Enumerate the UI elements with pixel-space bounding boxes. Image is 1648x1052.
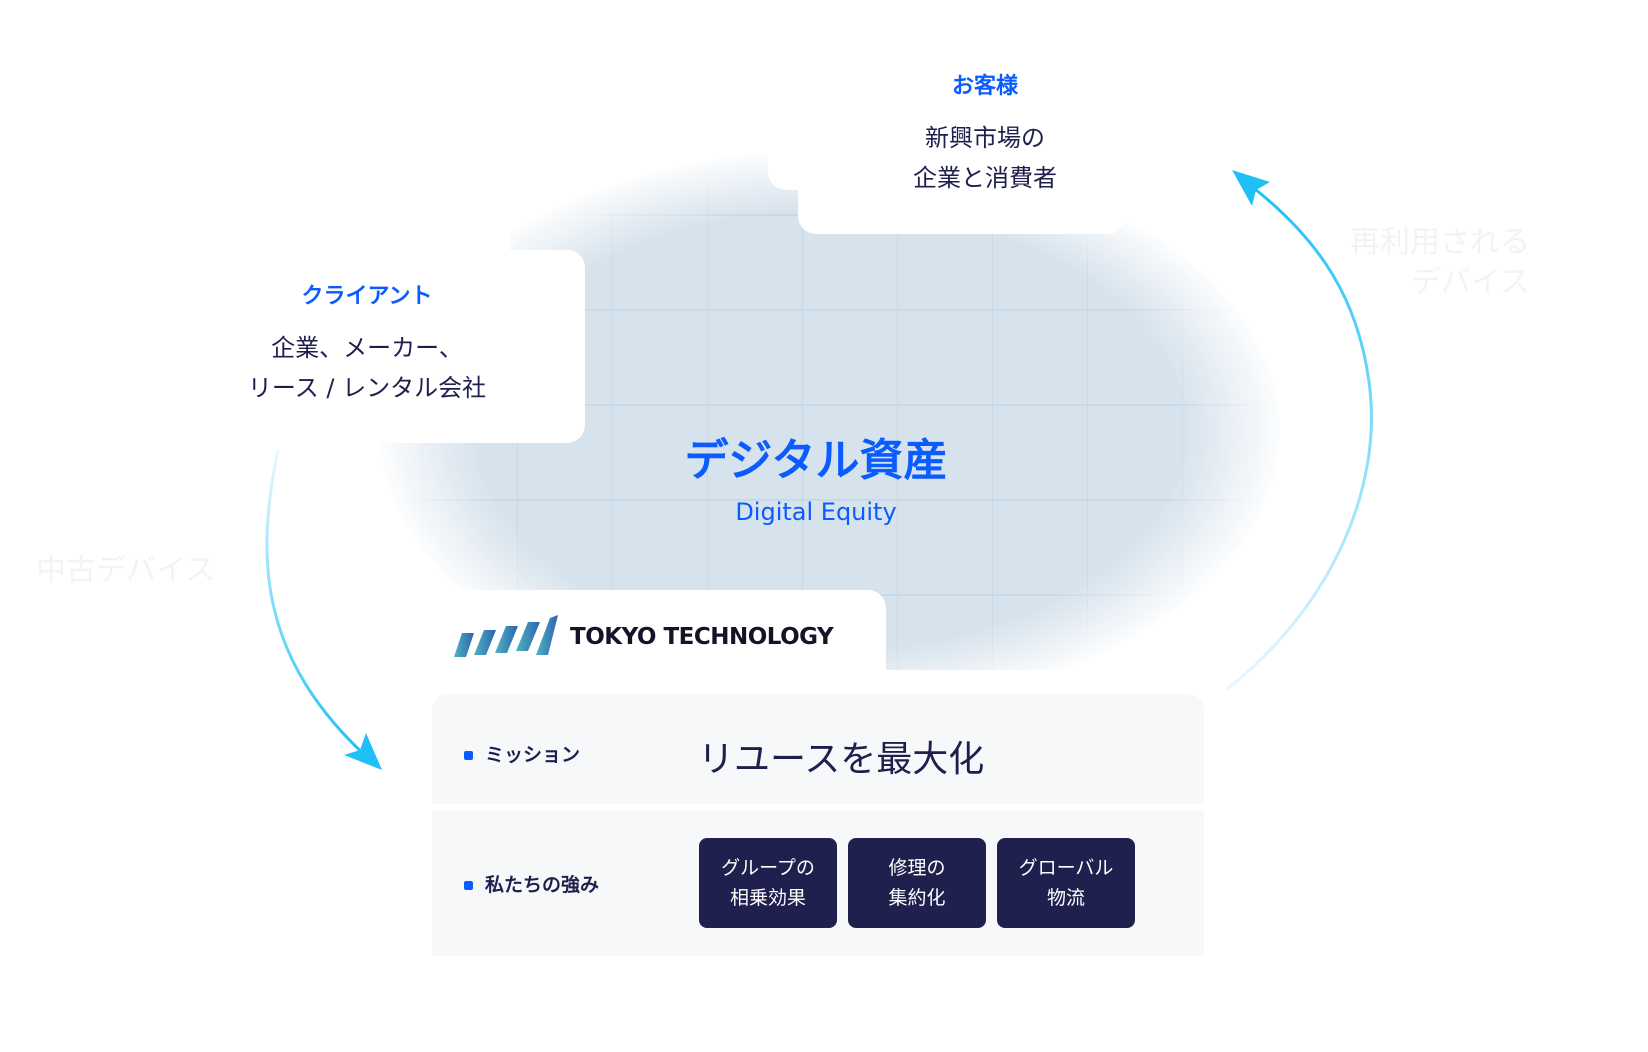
strengths-row: 私たちの強み グループの 相乗効果 修理の 集約化 グローバル 物流 <box>432 810 1204 956</box>
customer-card-bottom <box>798 150 1126 234</box>
customer-title: お客様 <box>951 74 1018 99</box>
customer-line2: 企業と消費者 <box>913 164 1057 192</box>
client-title: クライアント <box>301 284 433 309</box>
strength-global-logistics: グローバル 物流 <box>997 838 1135 928</box>
info-panel: ミッション リユースを最大化 私たちの強み グループの 相乗効果 修理の 集約化… <box>432 694 1204 956</box>
mission-label: ミッション <box>485 744 581 766</box>
customer-line1: 新興市場の <box>925 124 1045 152</box>
arrow-right-head-icon <box>1232 170 1270 206</box>
strength-group-synergy: グループの 相乗効果 <box>699 838 837 928</box>
flow-label-right-2: デバイス <box>1410 265 1530 300</box>
flow-label-right-1: 再利用される <box>1350 225 1530 260</box>
client-line2: リース / レンタル会社 <box>247 374 487 402</box>
arrow-left-path <box>265 449 372 762</box>
strengths-label: 私たちの強み <box>485 874 600 896</box>
client-card-top <box>230 200 510 300</box>
company-name: TOKYO TECHNOLOGY <box>570 624 834 650</box>
bullet-icon <box>464 751 473 760</box>
company-logo-icon <box>454 615 558 657</box>
mission-value: リユースを最大化 <box>698 739 985 780</box>
mission-row: ミッション リユースを最大化 <box>432 694 1204 804</box>
strength-repair-consolidation: 修理の 集約化 <box>848 838 986 928</box>
arrow-left-head-icon <box>344 733 382 770</box>
center-subtitle: Digital Equity <box>735 498 897 526</box>
arrow-right-path <box>1225 183 1373 692</box>
client-line1: 企業、メーカー、 <box>271 334 463 362</box>
flow-label-left: 中古デバイス <box>36 553 216 588</box>
center-title: デジタル資産 <box>684 435 948 486</box>
bullet-icon <box>464 881 473 890</box>
